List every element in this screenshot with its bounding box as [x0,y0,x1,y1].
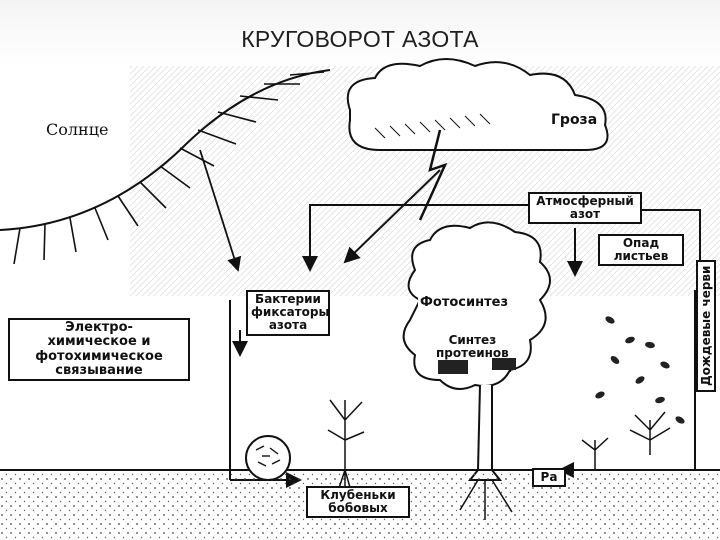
leaf-fall-label: Опад листьев [598,234,684,267]
storm-cloud [343,58,609,264]
bacteria-circle [245,435,291,481]
tree-roots [459,479,513,520]
legume-nodules-label: Клубеньки бобовых [306,486,410,519]
sun-drawing [0,69,331,272]
sun-label: Солнце [44,120,111,139]
earthworms-label: Дождевые черви [696,259,716,392]
electrochemical-fixation-label: Электро- химическое и фотохимическое свя… [8,318,190,382]
shrub-drawing [581,411,671,470]
thunderstorm-label: Гроза [551,112,598,128]
title-band [0,0,720,66]
atmospheric-nitrogen-label: Атмосферный азот [528,192,642,225]
ra-label: Ра [532,468,566,488]
page-title: КРУГОВОРОТ АЗОТА [241,26,479,52]
protein-synthesis-label: Синтез протеинов [436,333,509,361]
photosynthesis-label: Фотосинтез [418,295,510,311]
nitrogen-fixing-bacteria-label: Бактерии фиксаторы азота [246,290,330,336]
falling-leaves [595,316,685,424]
